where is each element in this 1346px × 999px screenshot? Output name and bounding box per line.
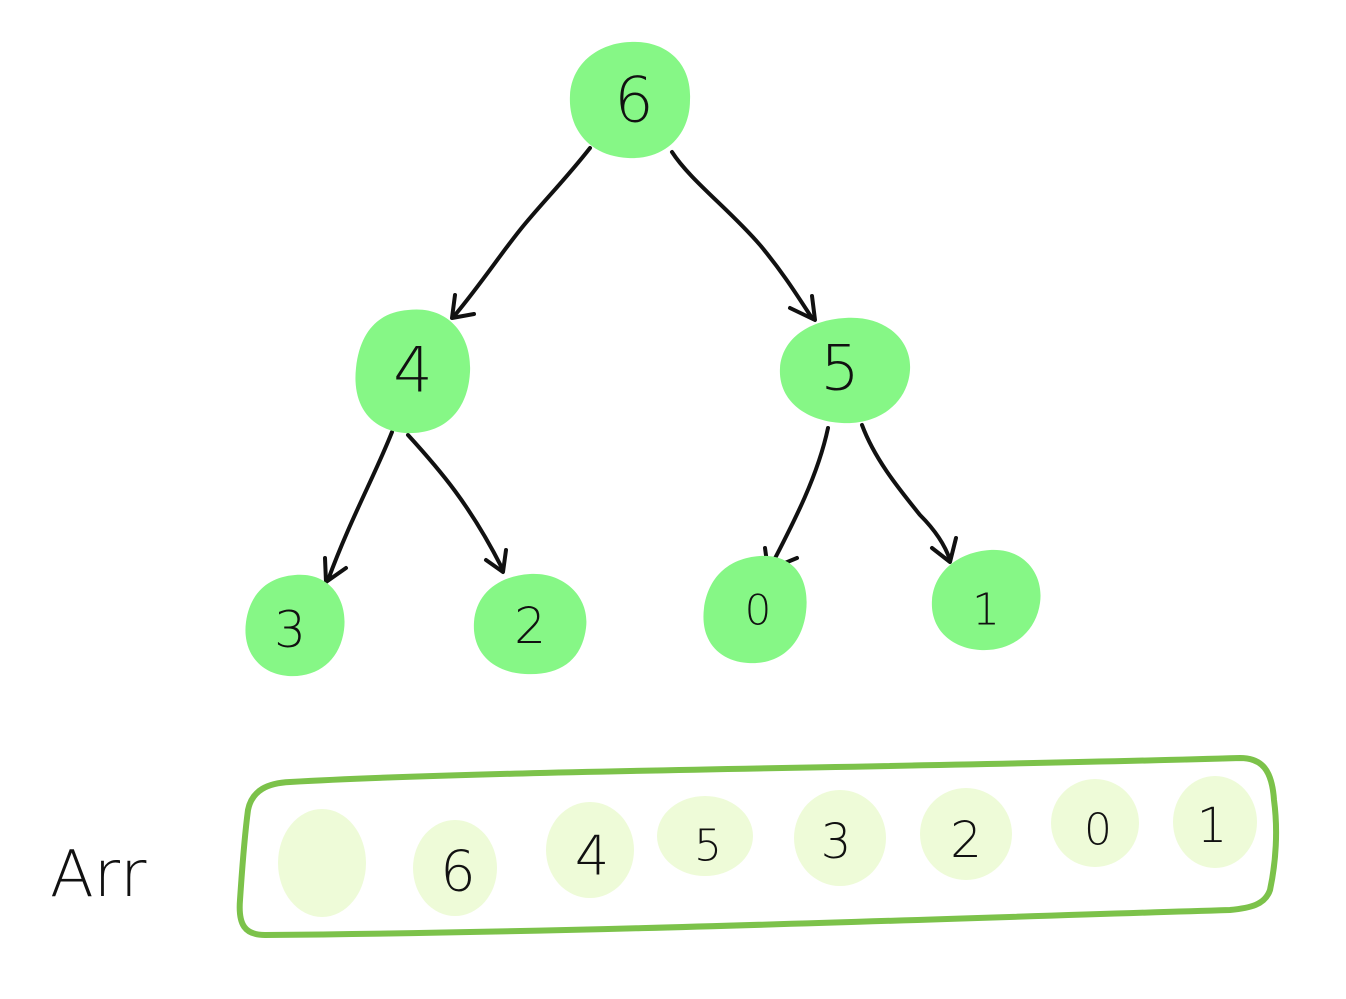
node-value: 6 xyxy=(614,64,653,137)
array-cell: 5 xyxy=(657,796,753,876)
cell-value: 4 xyxy=(575,825,609,888)
tree-node: 4 xyxy=(355,309,471,434)
array-cell: 3 xyxy=(794,790,886,886)
tree-node: 5 xyxy=(779,317,911,424)
node-blob xyxy=(245,574,345,677)
edge-6-to-5 xyxy=(670,150,817,322)
array-section: Arr 6 4 5 3 xyxy=(50,755,1280,938)
cell-blob xyxy=(920,788,1012,880)
cell-blob xyxy=(546,802,634,898)
node-blob xyxy=(569,41,691,159)
edge-5-to-0 xyxy=(763,426,830,572)
tree-node: 6 xyxy=(569,41,691,159)
array-cell xyxy=(278,809,366,917)
array-cells: 6 4 5 3 2 0 1 xyxy=(278,776,1257,917)
node-blob xyxy=(355,309,471,434)
node-value: 4 xyxy=(393,334,432,407)
node-value: 1 xyxy=(972,585,1000,636)
node-value: 3 xyxy=(274,601,306,659)
array-cell: 2 xyxy=(920,788,1012,880)
tree-edges xyxy=(323,146,958,584)
edge-5-to-1 xyxy=(860,423,958,564)
node-blob xyxy=(703,555,807,664)
cell-value: 6 xyxy=(440,840,476,905)
cell-blob xyxy=(657,796,753,876)
tree-node: 3 xyxy=(245,574,345,677)
cell-value: 3 xyxy=(821,814,852,870)
array-cell: 4 xyxy=(546,802,634,898)
node-value: 2 xyxy=(514,597,546,655)
array-label: Arr xyxy=(50,838,147,912)
array-cell: 0 xyxy=(1051,779,1139,867)
cell-value: 0 xyxy=(1084,805,1112,856)
node-blob xyxy=(931,549,1041,651)
cell-value: 5 xyxy=(694,821,722,872)
edge-4-to-3 xyxy=(323,430,394,584)
edge-6-to-4 xyxy=(450,146,592,320)
cell-blob xyxy=(1051,779,1139,867)
tree-node: 2 xyxy=(473,573,587,675)
cell-blob xyxy=(794,790,886,886)
tree-node: 0 xyxy=(703,555,807,664)
edge-4-to-2 xyxy=(406,433,508,574)
array-cell: 6 xyxy=(413,820,497,916)
tree-node: 1 xyxy=(931,549,1041,651)
node-blob xyxy=(779,317,911,424)
cell-blob xyxy=(278,809,366,917)
cell-value: 2 xyxy=(950,811,982,869)
cell-blob xyxy=(1173,776,1257,868)
node-value: 5 xyxy=(820,332,859,405)
cell-blob xyxy=(413,820,497,916)
node-blob xyxy=(473,573,587,675)
tree-nodes: 6 4 5 3 2 0 1 xyxy=(245,41,1041,677)
node-value: 0 xyxy=(745,586,772,635)
array-border xyxy=(236,755,1280,938)
cell-value: 1 xyxy=(1197,798,1228,854)
array-cell: 1 xyxy=(1173,776,1257,868)
